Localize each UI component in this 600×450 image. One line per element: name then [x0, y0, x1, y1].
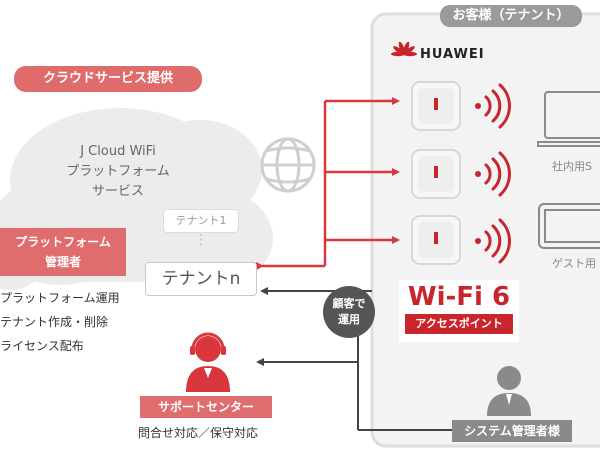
customer-header: お客様（テナント） [440, 5, 582, 27]
wifi-signal-icon [475, 218, 511, 264]
red-connection-arrows [256, 97, 400, 270]
operation-bubble [323, 286, 375, 338]
wifi-signal-icon [475, 83, 511, 129]
access-point-icon [411, 215, 461, 265]
tablet-icon [538, 203, 600, 249]
tenant-n-box: テナントn [145, 262, 257, 296]
tenant-1-box: テナント1 [163, 209, 239, 233]
cloud-title-line: サービス [91, 184, 144, 199]
cloud-title-line: プラットフォーム [66, 164, 170, 179]
support-center-box: サポートセンター [140, 396, 272, 418]
support-tasks: 問合せ対応／保守対応 [138, 426, 259, 440]
wifi6-title: Wi-Fi 6 [407, 282, 511, 312]
operation-bubble-line: 運用 [338, 313, 360, 326]
admin-task-item: ライセンス配布 [0, 339, 84, 353]
wifi6-subtitle: アクセスポイント [405, 314, 513, 334]
wifi-signal-icon [475, 151, 511, 197]
tablet-label: ゲスト用 [552, 257, 596, 270]
service-header: クラウドサービス提供 [14, 66, 202, 92]
wifi6-badge: Wi-Fi 6 アクセスポイント [399, 280, 519, 342]
laptop-icon [537, 91, 600, 147]
platform-admin-line: プラットフォーム [15, 235, 111, 249]
admin-task-item: テナント作成・削除 [0, 315, 109, 329]
person-icon [487, 366, 531, 416]
cloud-title: J Cloud WiFi プラットフォーム サービス [48, 142, 188, 202]
cloud-title-line: J Cloud WiFi [80, 144, 156, 159]
access-point-icon [411, 81, 461, 131]
access-point-icon [411, 149, 461, 199]
customer-panel [370, 12, 600, 448]
system-admin-box: システム管理者様 [452, 420, 572, 442]
admin-task-list: プラットフォーム運用 テナント作成・削除 ライセンス配布 [0, 286, 140, 358]
admin-task-item: プラットフォーム運用 [0, 291, 120, 305]
tenant-ellipsis: ⋮ [194, 232, 208, 248]
operation-bubble-text: 顧客で 運用 [323, 296, 375, 328]
headset-person-icon [186, 332, 230, 392]
platform-admin-line: 管理者 [44, 255, 81, 269]
huawei-brand: HUAWEI [420, 47, 485, 62]
laptop-label: 社内用S [552, 160, 592, 173]
operation-bubble-line: 顧客で [332, 297, 366, 310]
huawei-logo-icon [391, 41, 417, 57]
globe-icon [260, 137, 316, 193]
platform-admin-box: プラットフォーム 管理者 [0, 228, 126, 276]
